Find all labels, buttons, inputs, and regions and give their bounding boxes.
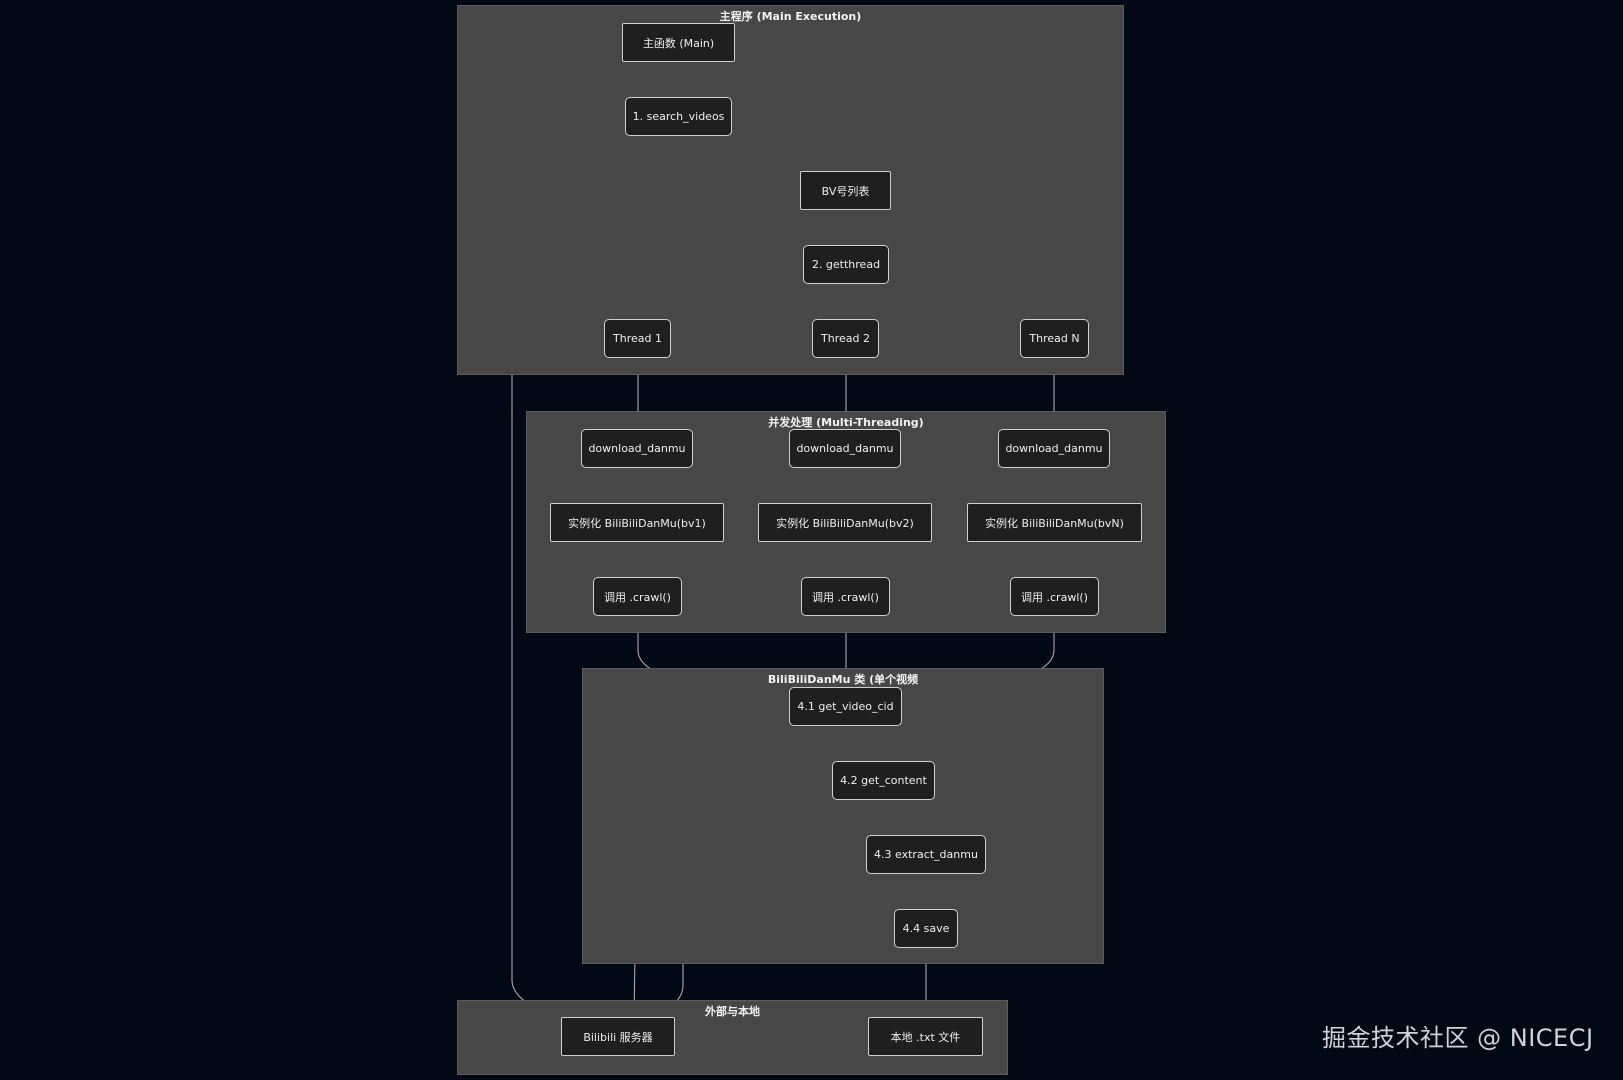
node-thread-1: Thread 1 — [604, 319, 671, 358]
cluster-bilibili-danmu-class-title: BiliBiliDanMu 类 (单个视频 — [767, 673, 919, 686]
node-call-crawl-n: 调用 .crawl() — [1010, 577, 1099, 616]
node-get-video-cid: 4.1 get_video_cid — [789, 687, 902, 726]
cluster-main-execution: 主程序 (Main Execution) — [457, 5, 1124, 375]
node-call-crawl-2: 调用 .crawl() — [801, 577, 890, 616]
node-bilibili-server: Bilibili 服务器 — [561, 1017, 675, 1056]
cluster-bilibili-danmu-class: BiliBiliDanMu 类 (单个视频 — [582, 668, 1104, 964]
cluster-main-execution-title: 主程序 (Main Execution) — [719, 10, 862, 23]
node-instantiate-bv2: 实例化 BiliBiliDanMu(bv2) — [758, 503, 932, 542]
node-main-function: 主函数 (Main) — [622, 23, 735, 62]
node-extract-danmu: 4.3 extract_danmu — [866, 835, 986, 874]
node-getthread: 2. getthread — [803, 245, 889, 284]
node-save: 4.4 save — [894, 909, 958, 948]
cluster-external-local-title: 外部与本地 — [705, 1005, 760, 1018]
node-instantiate-bv1: 实例化 BiliBiliDanMu(bv1) — [550, 503, 724, 542]
node-instantiate-bvn: 实例化 BiliBiliDanMu(bvN) — [967, 503, 1142, 542]
node-thread-n: Thread N — [1020, 319, 1089, 358]
watermark: 掘金技术社区 @ NICECJ — [1322, 1024, 1594, 1052]
node-get-content: 4.2 get_content — [832, 761, 935, 800]
node-download-danmu-1: download_danmu — [581, 429, 693, 468]
node-local-txt-file: 本地 .txt 文件 — [868, 1017, 983, 1056]
cluster-multi-threading-title: 并发处理 (Multi-Threading) — [768, 416, 924, 429]
node-download-danmu-2: download_danmu — [789, 429, 901, 468]
node-download-danmu-n: download_danmu — [998, 429, 1110, 468]
node-thread-2: Thread 2 — [812, 319, 879, 358]
node-search-videos: 1. search_videos — [625, 97, 732, 136]
node-call-crawl-1: 调用 .crawl() — [593, 577, 682, 616]
node-bv-list: BV号列表 — [800, 171, 891, 210]
